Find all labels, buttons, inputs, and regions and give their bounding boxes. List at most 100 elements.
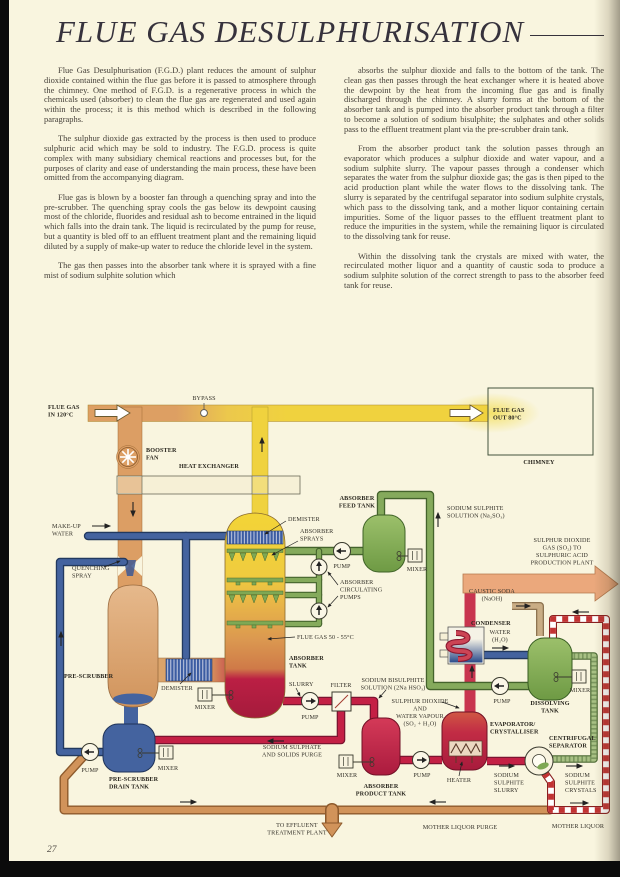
paragraph: From the absorber product tank the solut…	[344, 143, 604, 242]
mixers	[137, 548, 587, 769]
bypass-valve	[200, 403, 208, 417]
absorber-product-tank	[361, 717, 401, 776]
flue-gas-out-arrow	[449, 404, 484, 422]
diagram-label-chimney: CHIMNEY	[523, 460, 555, 466]
diagram-label-bypass: BYPASS	[192, 396, 216, 402]
diagram-label-demister-absorber: DEMISTER	[288, 517, 320, 523]
diagram-label-flue-gas-50-55: FLUE GAS 50 - 55°C	[297, 634, 354, 641]
centrifugal-separator	[524, 746, 554, 776]
mother-liquor-stripe-pipe	[540, 615, 610, 814]
paragraph: absorbs the sulphur dioxide and falls to…	[344, 65, 604, 134]
diagram-label-mother-liquor-purge: MOTHER LIQUOR PURGE	[423, 825, 498, 831]
mixer-drain-tank	[137, 745, 174, 760]
pump-drain	[81, 743, 99, 761]
heat-exchanger	[116, 475, 301, 495]
pump-product	[412, 751, 430, 769]
page-edge-left	[0, 0, 9, 877]
article-column-right: absorbs the sulphur dioxide and falls to…	[344, 65, 604, 300]
diagram-label-pre-scrubber: PRE-SCRUBBER	[64, 674, 114, 680]
diagram-label-pump-dissolving: PUMP	[493, 699, 511, 705]
title-rule	[530, 35, 604, 36]
pump-slurry	[301, 692, 319, 710]
paragraph: Flue gas is blown by a booster fan throu…	[44, 191, 316, 251]
diagram-label-water-h2o: WATER(H₂O)	[489, 630, 511, 644]
caustic-soda-pipe	[512, 602, 544, 636]
pump-absorber-feed	[333, 542, 351, 560]
label-pointers	[103, 520, 463, 777]
dissolving-tank	[527, 637, 573, 701]
mixer-product-tank	[338, 754, 375, 769]
mixer-dissolving-tank	[553, 669, 587, 684]
booster-fan	[118, 447, 138, 467]
pump-circulating-1	[310, 558, 328, 576]
page-title: FLUE GAS DESULPHURISATION	[56, 14, 525, 49]
flue-gas-in-arrow	[94, 404, 131, 422]
diagram-label-pump-product: PUMP	[413, 773, 431, 779]
diagram-label-caustic-soda: CAUSTIC SODA(NaOH)	[469, 589, 515, 603]
sulphite-crystals-pipe	[552, 652, 598, 763]
pumps	[81, 542, 509, 769]
green-solution-pipes	[280, 490, 545, 700]
diagram-label-mixer-absorber: MIXER	[195, 705, 216, 711]
absorber-tank	[224, 512, 286, 719]
pump-dissolving	[491, 677, 509, 695]
diagram-label-filter: FILTER	[331, 683, 353, 689]
chimney-glow	[444, 393, 540, 433]
diagram-label-mother-liquor: MOTHER LIQUOR	[552, 824, 605, 830]
absorber-feed-tank	[362, 514, 406, 573]
page-edge-shadow	[594, 0, 620, 861]
diagram-label-condenser: CONDENSER	[471, 621, 511, 627]
absorber-sprays-bars	[226, 548, 284, 629]
diagram-label-pump-drain: PUMP	[81, 768, 99, 774]
effluent-purge-pipes	[59, 751, 555, 838]
page-edge-bottom	[0, 861, 620, 877]
flow-arrows	[58, 436, 590, 806]
paragraph: The gas then passes into the absorber ta…	[44, 260, 316, 280]
condenser	[439, 626, 485, 665]
filter	[331, 691, 352, 712]
diagram-label-heater: HEATER	[447, 778, 472, 784]
paragraph: Within the dissolving tank the crystals …	[344, 250, 604, 290]
diagram-label-evaporator-crystalliser: EVAPORATOR/CRYSTALLISER	[490, 722, 539, 736]
duct-demister	[165, 658, 213, 682]
diagram-label-slurry: SLURRY	[289, 682, 314, 688]
mixer-absorber-tank	[197, 687, 234, 702]
diagram-label-heat-exchanger: HEAT EXCHANGER	[179, 464, 239, 470]
absorber-demister	[226, 530, 284, 545]
diagram-label-mixer-dissolving: MIXER	[570, 688, 591, 694]
pre-scrubber-liquid	[113, 693, 153, 705]
pump-circulating-2	[310, 602, 328, 620]
diagram-label-mixer-product: MIXER	[337, 773, 358, 779]
page-header: FLUE GAS DESULPHURISATION	[56, 14, 604, 50]
pre-scrubber-drain-tank	[102, 723, 156, 773]
paragraph: The sulphur dioxide gas extracted by the…	[44, 133, 316, 183]
mixer-absorber-feed-tank	[396, 548, 423, 563]
page-number: 27	[47, 845, 57, 855]
diagram-label-pump-feed: PUMP	[333, 564, 351, 570]
article-column-left: Flue Gas Desulphurisation (F.G.D.) plant…	[44, 65, 316, 290]
diagram-label-pump-slurry: PUMP	[301, 715, 319, 721]
paragraph: Flue Gas Desulphurisation (F.G.D.) plant…	[44, 65, 316, 124]
diagram-label-mixer-drain: MIXER	[158, 766, 179, 772]
